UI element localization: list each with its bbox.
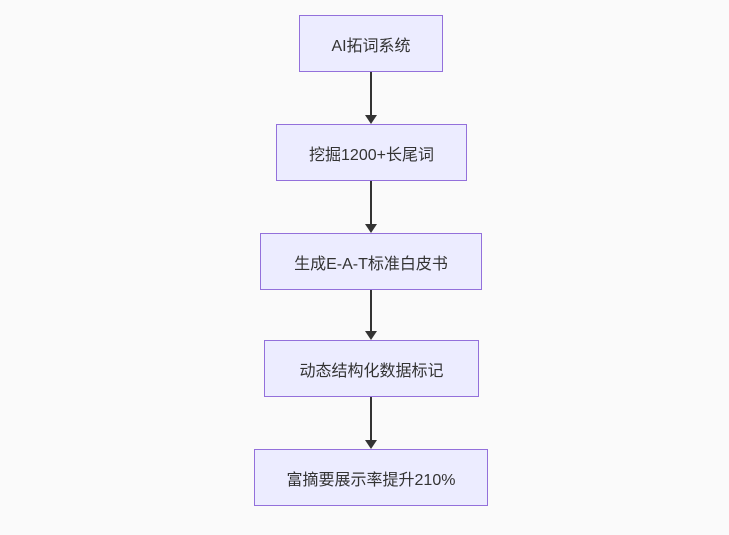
node-label: AI拓词系统 xyxy=(331,37,411,55)
node-label: 生成E-A-T标准白皮书 xyxy=(294,255,448,273)
flow-arrow-line xyxy=(370,72,372,116)
arrow-down-icon xyxy=(365,224,377,233)
node-label: 挖掘1200+长尾词 xyxy=(309,146,434,164)
flow-arrow-line xyxy=(370,397,372,441)
flowchart-node-ai-expansion-system: AI拓词系统 xyxy=(299,15,443,72)
flow-arrow-line xyxy=(370,181,372,225)
flowchart-node-rich-snippet-rate: 富摘要展示率提升210% xyxy=(254,449,488,506)
flow-arrow-line xyxy=(370,290,372,332)
flowchart-node-structured-data-markup: 动态结构化数据标记 xyxy=(264,340,479,397)
node-label: 动态结构化数据标记 xyxy=(299,362,444,380)
node-label: 富摘要展示率提升210% xyxy=(286,471,456,489)
arrow-down-icon xyxy=(365,115,377,124)
flowchart-node-eat-whitepaper: 生成E-A-T标准白皮书 xyxy=(260,233,482,290)
flowchart-node-longtail-keywords: 挖掘1200+长尾词 xyxy=(276,124,467,181)
arrow-down-icon xyxy=(365,440,377,449)
arrow-down-icon xyxy=(365,331,377,340)
